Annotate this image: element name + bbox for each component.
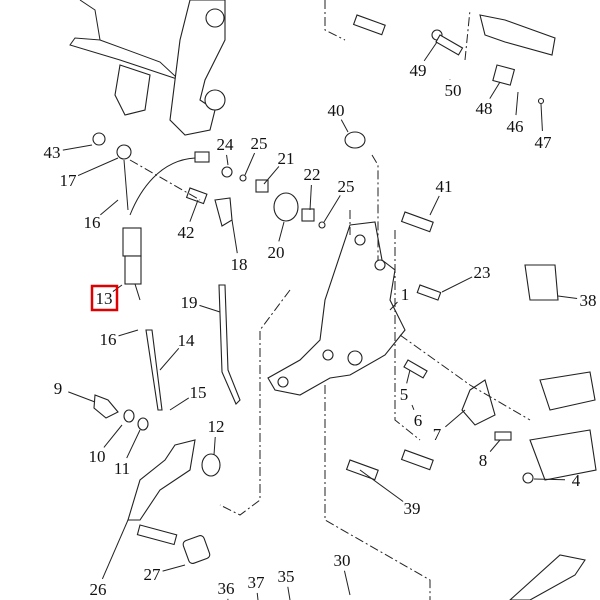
part-label-16[interactable]: 16 bbox=[84, 213, 101, 232]
leader-line-24 bbox=[226, 154, 229, 166]
leader-line-15 bbox=[169, 397, 190, 411]
part-label-12[interactable]: 12 bbox=[208, 417, 225, 436]
part-label-35[interactable]: 35 bbox=[278, 567, 295, 586]
leader-line-4 bbox=[533, 478, 566, 481]
part-label-41[interactable]: 41 bbox=[436, 177, 453, 196]
leader-line-16 bbox=[118, 329, 139, 337]
leader-line-5 bbox=[406, 369, 411, 384]
part-label-22[interactable]: 22 bbox=[304, 165, 321, 184]
leader-line-11 bbox=[126, 429, 141, 459]
part-label-15[interactable]: 15 bbox=[190, 383, 207, 402]
part-label-18[interactable]: 18 bbox=[231, 255, 248, 274]
part-label-14[interactable]: 14 bbox=[178, 331, 196, 350]
part-label-30[interactable]: 30 bbox=[334, 551, 351, 570]
leader-line-21 bbox=[263, 166, 280, 185]
shift-switch-cable bbox=[92, 132, 210, 301]
leader-line-8 bbox=[489, 439, 501, 452]
part-label-27[interactable]: 27 bbox=[144, 565, 162, 584]
leader-line-41 bbox=[429, 195, 440, 216]
leader-line-47 bbox=[540, 103, 543, 132]
part-label-48[interactable]: 48 bbox=[476, 99, 493, 118]
part-label-25[interactable]: 25 bbox=[251, 134, 268, 153]
part-label-37[interactable]: 37 bbox=[248, 573, 266, 592]
leader-line-25 bbox=[323, 195, 341, 223]
footrest-parts bbox=[345, 14, 597, 600]
leader-line-22 bbox=[309, 184, 312, 211]
leader-line-19 bbox=[199, 304, 221, 313]
part-label-46[interactable]: 46 bbox=[507, 117, 524, 136]
part-label-16[interactable]: 16 bbox=[100, 330, 117, 349]
leader-line-20 bbox=[278, 221, 285, 242]
part-label-50[interactable]: 50 bbox=[445, 81, 462, 100]
leader-line-6 bbox=[411, 404, 415, 410]
leader-lines bbox=[62, 41, 578, 600]
frame-outline bbox=[69, 0, 226, 136]
leader-line-43 bbox=[62, 144, 93, 151]
part-label-39[interactable]: 39 bbox=[404, 499, 421, 518]
leader-line-38 bbox=[557, 295, 578, 300]
part-label-1[interactable]: 1 bbox=[401, 285, 410, 304]
part-label-19[interactable]: 19 bbox=[181, 293, 198, 312]
leader-line-37 bbox=[256, 592, 259, 600]
part-label-25[interactable]: 25 bbox=[338, 177, 355, 196]
part-label-9[interactable]: 9 bbox=[54, 379, 63, 398]
leader-line-18 bbox=[231, 219, 238, 254]
part-label-47[interactable]: 47 bbox=[535, 133, 553, 152]
part-label-42[interactable]: 42 bbox=[178, 223, 195, 242]
leader-line-12 bbox=[213, 436, 216, 456]
part-label-43[interactable]: 43 bbox=[44, 143, 61, 162]
part-label-24[interactable]: 24 bbox=[217, 135, 235, 154]
part-label-13[interactable]: 13 bbox=[96, 289, 113, 308]
leader-line-23 bbox=[441, 276, 473, 293]
leader-line-1 bbox=[389, 301, 398, 311]
leader-line-27 bbox=[162, 564, 186, 572]
part-label-8[interactable]: 8 bbox=[479, 451, 488, 470]
part-label-36[interactable]: 36 bbox=[218, 579, 235, 598]
leader-line-30 bbox=[343, 570, 351, 596]
leader-line-16 bbox=[100, 199, 119, 216]
part-label-17[interactable]: 17 bbox=[60, 171, 78, 190]
part-label-21[interactable]: 21 bbox=[278, 149, 295, 168]
part-label-38[interactable]: 38 bbox=[580, 291, 597, 310]
leader-line-40 bbox=[340, 119, 349, 133]
leader-line-35 bbox=[287, 586, 291, 600]
leader-line-48 bbox=[489, 81, 501, 99]
part-label-10[interactable]: 10 bbox=[89, 447, 106, 466]
leader-line-17 bbox=[77, 157, 119, 177]
leader-line-26 bbox=[101, 519, 129, 580]
highlight-box-part-13 bbox=[90, 284, 119, 312]
part-label-26[interactable]: 26 bbox=[90, 580, 107, 599]
part-label-40[interactable]: 40 bbox=[328, 101, 345, 120]
leader-line-49 bbox=[423, 41, 438, 62]
part-label-20[interactable]: 20 bbox=[268, 243, 285, 262]
part-label-5[interactable]: 5 bbox=[400, 385, 409, 404]
shift-rod-lever bbox=[93, 131, 366, 564]
part-label-11[interactable]: 11 bbox=[114, 459, 130, 478]
part-label-6[interactable]: 6 bbox=[414, 411, 423, 430]
leader-line-42 bbox=[189, 199, 199, 222]
leader-line-46 bbox=[515, 91, 519, 116]
part-label-4[interactable]: 4 bbox=[572, 471, 581, 490]
leader-line-7 bbox=[445, 409, 466, 428]
leader-line-39 bbox=[359, 469, 404, 502]
leader-line-25 bbox=[244, 152, 256, 176]
part-label-49[interactable]: 49 bbox=[410, 61, 427, 80]
part-label-7[interactable]: 7 bbox=[433, 425, 442, 444]
part-label-23[interactable]: 23 bbox=[474, 263, 491, 282]
leader-line-14 bbox=[159, 347, 180, 371]
leader-line-9 bbox=[68, 391, 96, 403]
leader-line-10 bbox=[103, 424, 123, 448]
footrest-bracket bbox=[267, 221, 406, 396]
assembly-guide-lines bbox=[129, 0, 531, 600]
